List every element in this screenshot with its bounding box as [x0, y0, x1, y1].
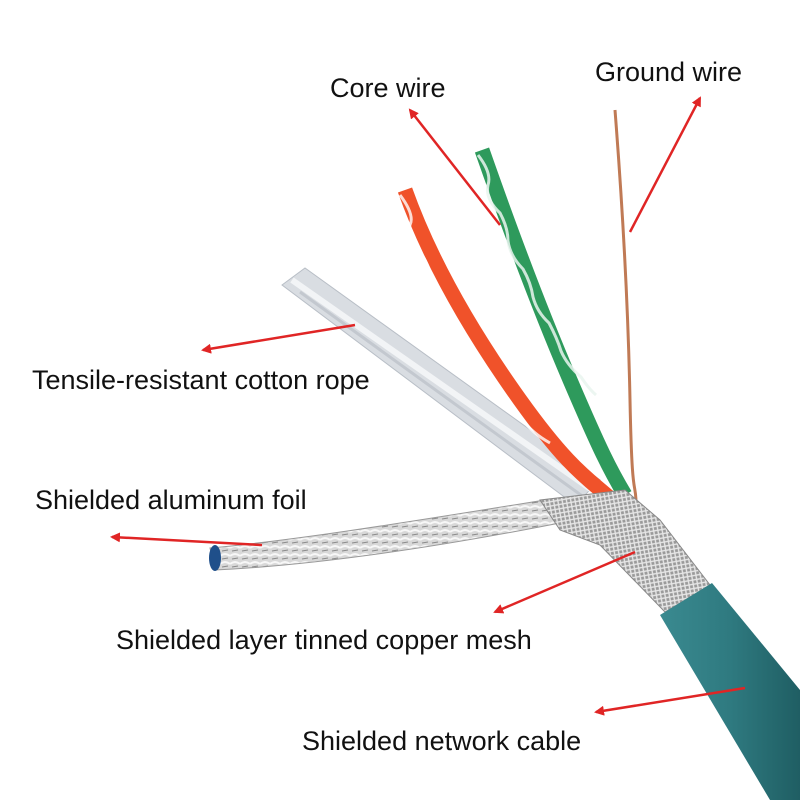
copper-mesh-arrow	[493, 550, 636, 614]
green-core-wire	[474, 147, 632, 499]
copper-mesh	[539, 489, 711, 613]
core-wire-label: Core wire	[330, 73, 446, 103]
ground-wire-label: Ground wire	[595, 57, 743, 87]
network-cable-label: Shielded network cable	[302, 726, 582, 756]
network-cable-arrow	[594, 686, 746, 716]
cotton-rope-label: Tensile-resistant cotton rope	[32, 365, 370, 395]
copper-mesh-label: Shielded layer tinned copper mesh	[116, 625, 532, 655]
cotton-rope-arrow	[201, 323, 356, 354]
cotton-rope	[281, 267, 601, 506]
core-wire-arrow	[408, 108, 501, 226]
ground-wire-arrow	[628, 96, 702, 233]
ground-wire	[613, 109, 638, 501]
orange-core-wire	[397, 187, 618, 506]
aluminum-foil-arrow	[110, 532, 263, 547]
aluminum-foil-label: Shielded aluminum foil	[35, 485, 307, 515]
